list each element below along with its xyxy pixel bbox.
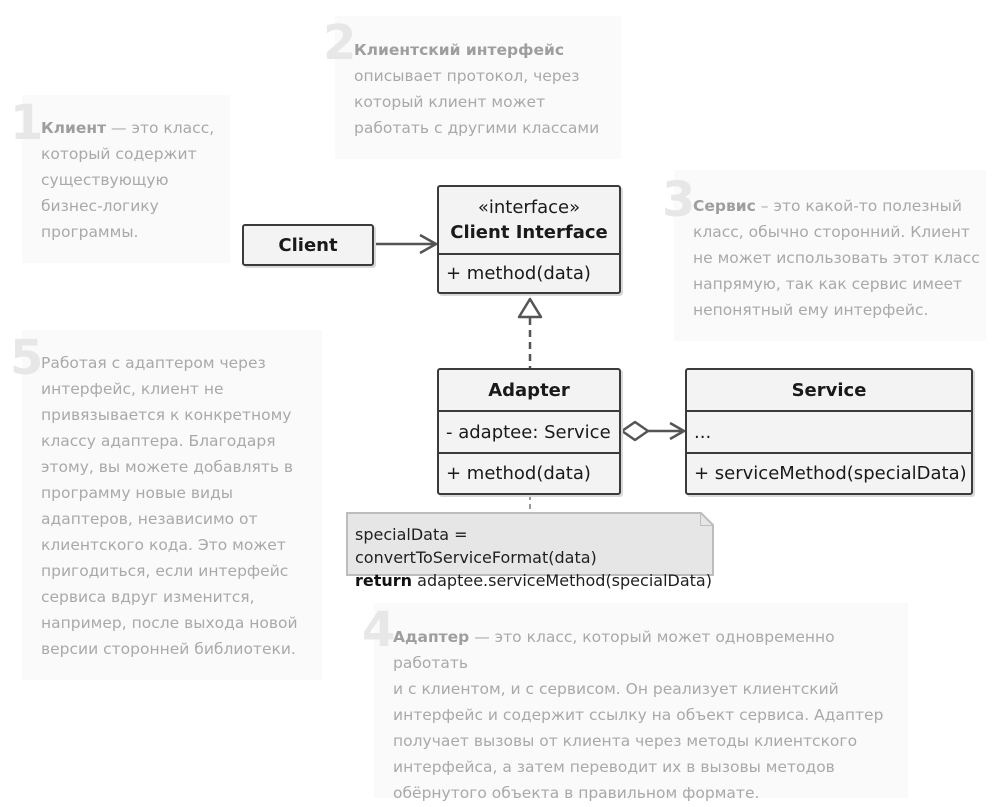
- note-line: работать с другими классами: [354, 119, 600, 137]
- class-service-method: + serviceMethod(specialData): [687, 452, 971, 493]
- note-number: 3: [662, 172, 696, 228]
- association-arrowhead: [419, 233, 438, 255]
- code-line-1: specialData = convertToServiceFormat(dat…: [355, 525, 597, 567]
- class-adapter-method: + method(data): [439, 452, 619, 493]
- class-client-name: Client: [278, 234, 338, 256]
- note-fold-corner: [700, 512, 714, 526]
- note-number: 1: [10, 95, 44, 151]
- note-line: программы.: [41, 223, 139, 241]
- note-line: программу новые виды: [41, 484, 234, 502]
- note-line: – это какой-то полезный: [760, 197, 962, 215]
- class-adapter: Adapter - adaptee: Service + method(data…: [437, 368, 621, 495]
- note-title: Клиент: [41, 119, 107, 137]
- note-line: — это класс,: [111, 119, 215, 137]
- note-line: и с клиентом, и с сервисом. Он реализует…: [393, 680, 839, 698]
- class-stereotype: «interface»: [477, 197, 581, 218]
- class-client-interface-name: Client Interface: [450, 222, 608, 243]
- note-title: Адаптер: [393, 628, 470, 646]
- note-line: не может использовать этот класс: [693, 249, 980, 267]
- note-line: этому, вы можете добавлять в: [41, 458, 294, 476]
- note-line: привязывается к конкретному: [41, 406, 292, 424]
- note-line: клиентского кода. Это может: [41, 536, 286, 554]
- note-line: непонятный ему интерфейс.: [693, 301, 929, 319]
- note-title: Клиентский интерфейс: [354, 41, 565, 59]
- note-number: 2: [323, 15, 357, 71]
- note-adapter: 4 Адаптер — это класс, который может одн…: [362, 603, 908, 802]
- note-line: — это класс, который может одновременно …: [393, 628, 835, 672]
- note-line: класс, обычно сторонний. Клиент: [693, 223, 970, 241]
- class-adapter-name: Adapter: [488, 379, 570, 401]
- note-line: обёрнутого объекта в правильном формате.: [393, 784, 760, 802]
- note-line: интерфейс, клиент не: [41, 380, 224, 398]
- note-line: Работая с адаптером через: [41, 354, 266, 372]
- class-service: Service ... + serviceMethod(specialData): [685, 368, 973, 495]
- note-line: интерфейса, а затем переводит их в вызов…: [393, 758, 835, 776]
- note-line: описывает протокол, через: [354, 67, 580, 85]
- note-line: классу адаптера. Благодаря: [41, 432, 276, 450]
- aggregation-diamond: [620, 420, 650, 442]
- note-line: напрямую, так как сервис имеет: [693, 275, 963, 293]
- aggregation-arrowhead: [669, 421, 686, 441]
- note-alternative: 5 Работая с адаптером через интерфейс, к…: [10, 330, 322, 680]
- realization-triangle: [517, 297, 543, 319]
- note-title: Сервис: [693, 197, 756, 215]
- note-number: 5: [10, 330, 44, 386]
- code-note: specialData = convertToServiceFormat(dat…: [346, 512, 714, 590]
- note-client-interface: 2 Клиентский интерфейс описывает протоко…: [323, 16, 621, 159]
- note-client: 1 Клиент — это класс, который содержит с…: [10, 95, 230, 263]
- note-line: пригодиться, если интерфейс: [41, 562, 289, 580]
- note-line: который содержит: [41, 145, 197, 163]
- note-line: например, после выхода новой: [41, 614, 298, 632]
- class-service-name: Service: [791, 379, 867, 401]
- note-line: интерфейс и содержит ссылку на объект се…: [393, 706, 884, 724]
- note-line: который клиент может: [354, 93, 546, 111]
- code-line-2: adaptee.serviceMethod(specialData): [412, 571, 712, 590]
- note-line: существующую: [41, 171, 169, 189]
- note-number: 4: [362, 602, 396, 658]
- class-client: Client: [242, 224, 374, 266]
- note-service: 3 Сервис – это какой-то полезный класс, …: [662, 170, 986, 341]
- class-client-interface-method: + method(data): [439, 253, 619, 292]
- class-adapter-field: - adaptee: Service: [439, 410, 619, 452]
- code-keyword-return: return: [355, 571, 413, 590]
- class-service-field: ...: [687, 410, 971, 452]
- note-line: получает вызовы от клиента через методы …: [393, 732, 858, 750]
- note-line: сервиса вдруг изменится,: [41, 588, 255, 606]
- note-line: бизнес-логику: [41, 197, 159, 215]
- note-line: адаптеров, независимо от: [41, 510, 258, 528]
- note-line: версии сторонней библиотеки.: [41, 640, 296, 658]
- class-client-interface: «interface» Client Interface + method(da…: [437, 185, 621, 294]
